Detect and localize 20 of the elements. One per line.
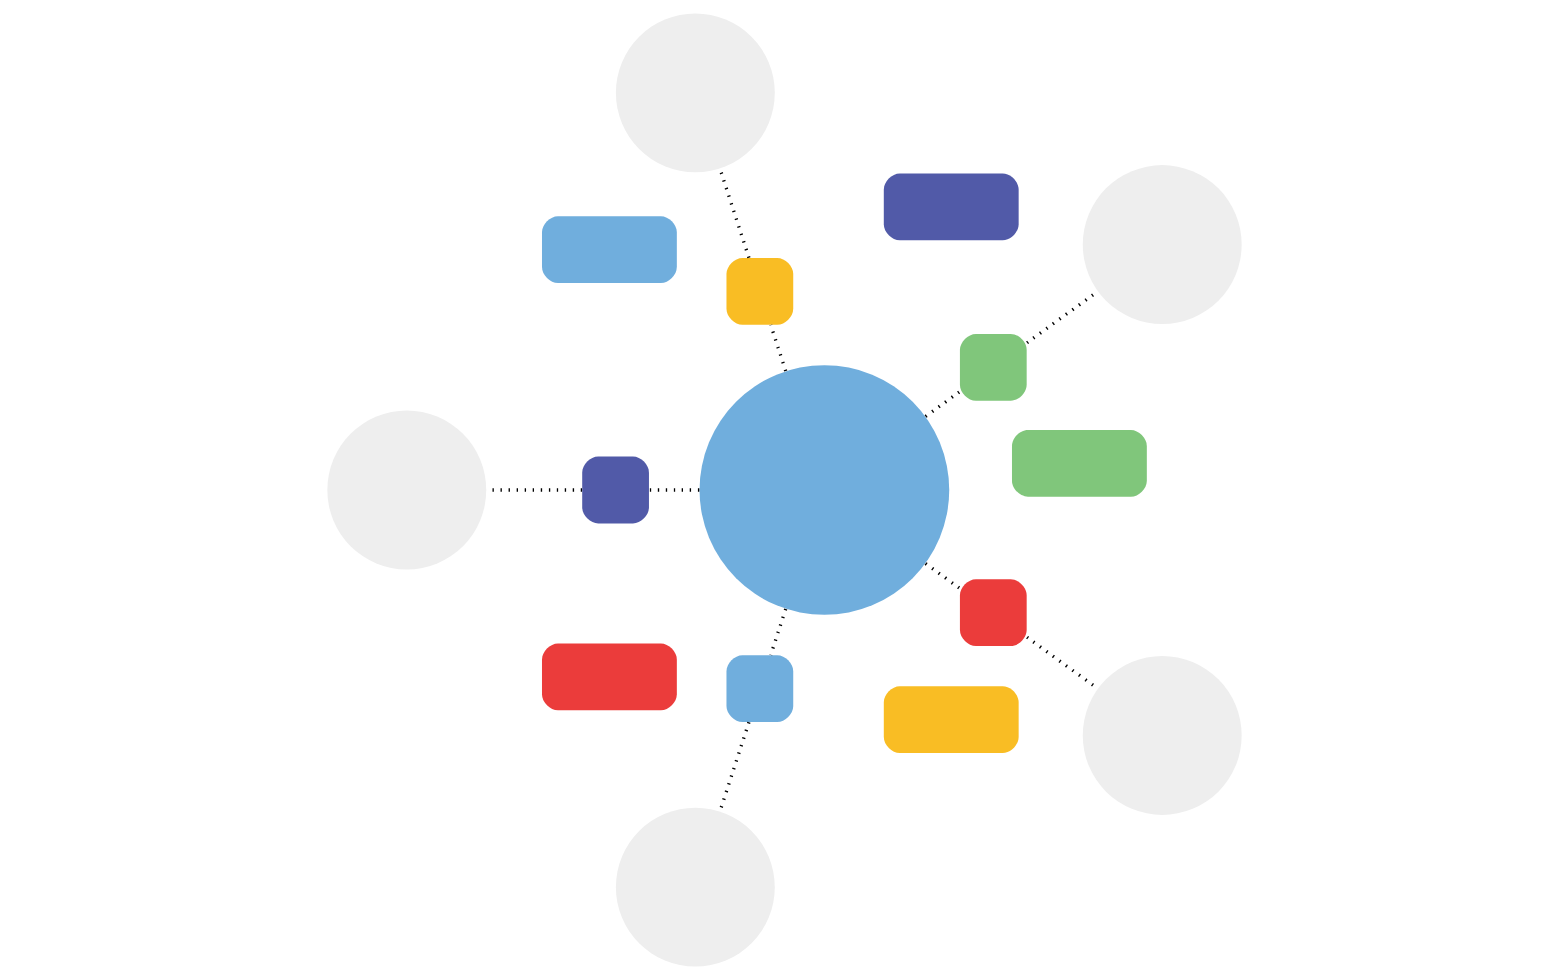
- node-box: [883, 686, 1019, 754]
- node-box: [725, 258, 793, 325]
- connector: [768, 608, 787, 656]
- connector: [924, 390, 961, 418]
- connector: [924, 562, 961, 590]
- node-box: [725, 655, 793, 722]
- node-box: [883, 173, 1019, 241]
- node-box: [959, 333, 1027, 401]
- node-box: [1011, 429, 1147, 497]
- connector: [648, 488, 699, 492]
- node-box: [541, 643, 677, 711]
- node-box: [581, 456, 649, 524]
- node-circle: [1082, 165, 1242, 324]
- node-box: [541, 216, 677, 284]
- node-circle: [615, 13, 775, 173]
- node-circle: [615, 807, 775, 967]
- node-box: [959, 579, 1027, 647]
- connector: [768, 324, 787, 372]
- node-circle: [699, 365, 949, 615]
- node-circle: [1082, 656, 1242, 815]
